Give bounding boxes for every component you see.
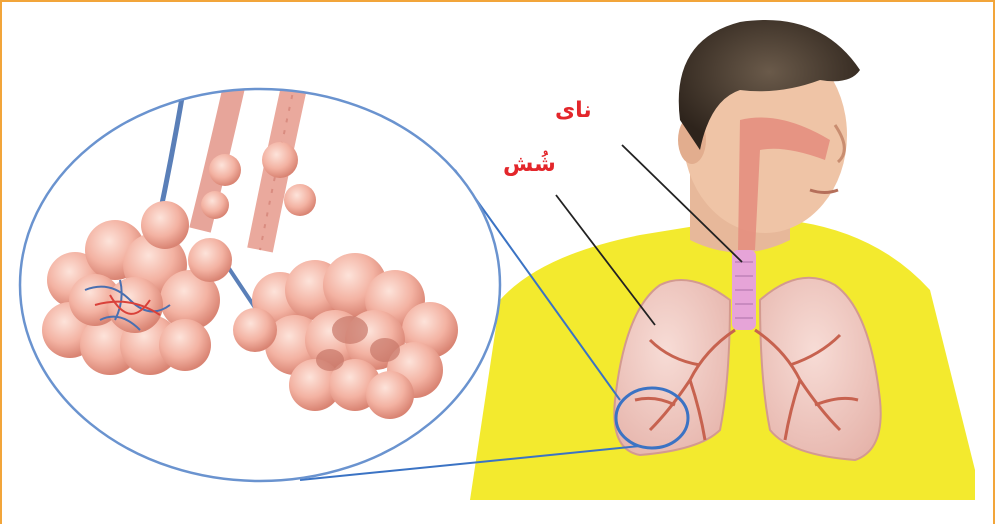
label-lung: شُش	[503, 152, 556, 177]
label-trachea: نای	[555, 98, 592, 123]
magnified-view	[20, 60, 500, 481]
